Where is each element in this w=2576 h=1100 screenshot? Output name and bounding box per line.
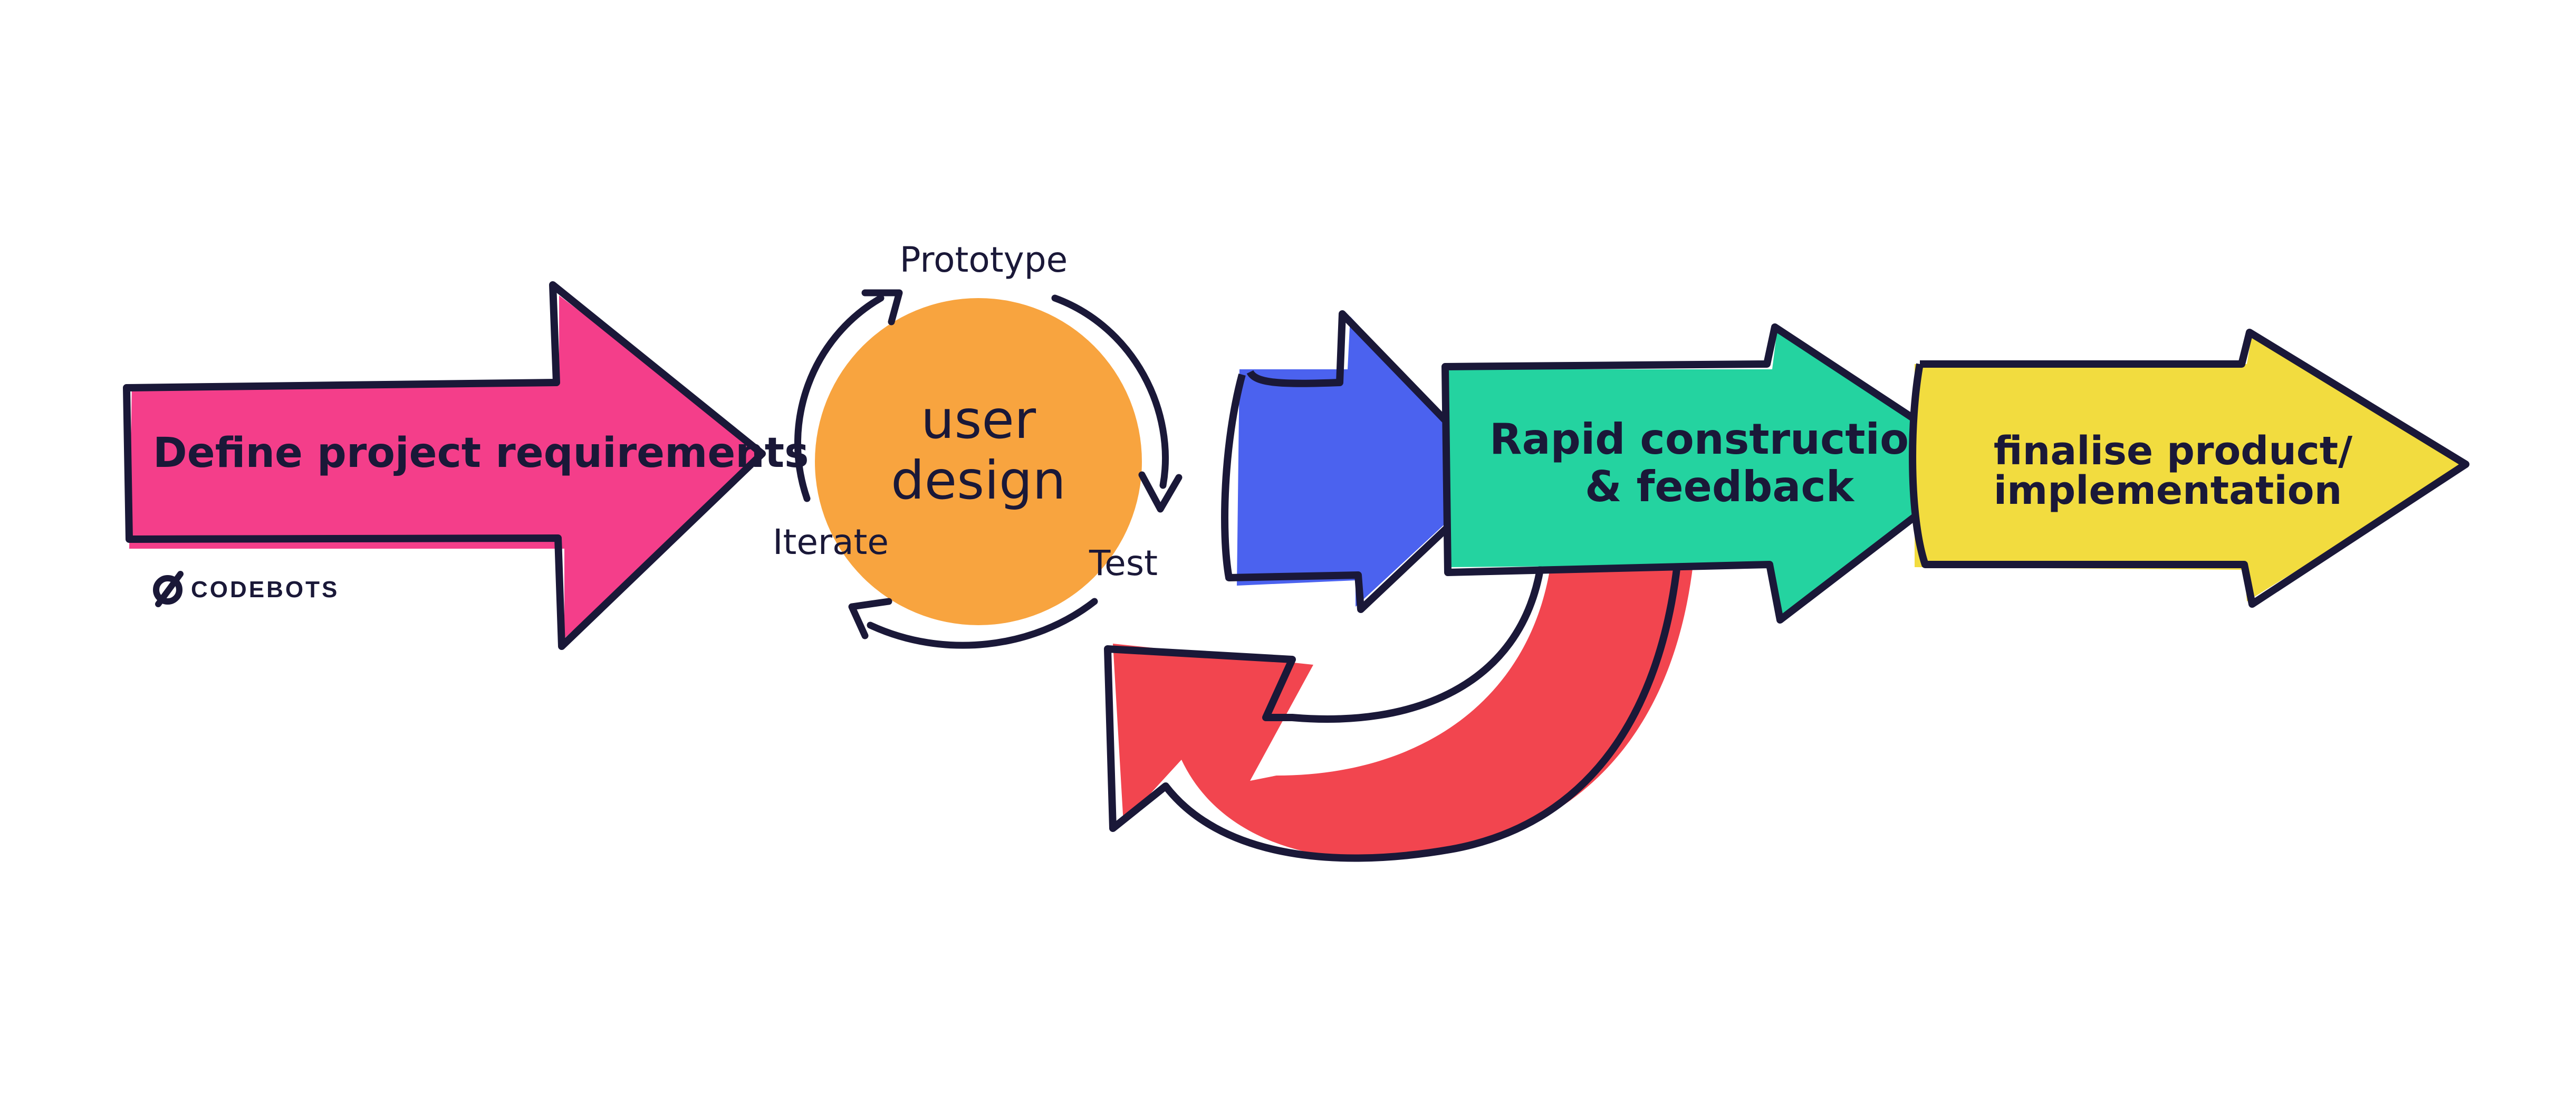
construction-arrow-label-line2: & feedback bbox=[1585, 462, 1855, 511]
cycle-arrowhead-top bbox=[861, 289, 903, 326]
blue-arrow-outline bbox=[1221, 310, 1504, 613]
define-arrow-outline bbox=[123, 281, 766, 650]
finalise-arrow: finalise product/ implementation bbox=[1909, 329, 2469, 608]
finalise-arrow-outline bbox=[1909, 329, 2469, 608]
user-design-circle bbox=[815, 298, 1142, 625]
construction-arrow: Rapid construction & feedback bbox=[1441, 323, 1987, 624]
finalise-arrow-label-line2: implementation bbox=[1994, 468, 2342, 513]
finalise-arrow-fill bbox=[1915, 332, 2468, 601]
cycle-arc-bottom bbox=[867, 598, 1098, 649]
user-design-label-line1: user bbox=[921, 389, 1036, 451]
cycle-arrows bbox=[794, 289, 1183, 649]
blue-arrow-fill bbox=[1237, 317, 1498, 607]
cycle-label-test: Test bbox=[1089, 543, 1158, 584]
codebots-logo: CODEBOTS bbox=[153, 571, 339, 607]
finalise-arrow-label-line1: finalise product/ bbox=[1994, 428, 2353, 474]
blue-arrow bbox=[1221, 310, 1504, 613]
construction-arrow-outline bbox=[1441, 323, 1987, 624]
cycle-arrowhead-bottom bbox=[848, 598, 892, 639]
cycle-arc-right bbox=[1051, 294, 1169, 489]
feedback-loop-arrow-fill bbox=[1113, 565, 1693, 859]
cycle-arc-left bbox=[794, 294, 885, 502]
cycle-label-prototype: Prototype bbox=[900, 240, 1068, 280]
construction-arrow-label-line1: Rapid construction bbox=[1489, 415, 1939, 464]
cycle-label-iterate: Iterate bbox=[773, 522, 889, 562]
cycle-arrowhead-right bbox=[1138, 471, 1183, 513]
codebots-logo-icon bbox=[153, 571, 184, 607]
feedback-loop-arrow-outline bbox=[1104, 561, 1681, 862]
codebots-logo-text: CODEBOTS bbox=[191, 577, 339, 602]
define-arrow-fill bbox=[129, 295, 765, 638]
define-requirements-arrow: Define project requirements bbox=[123, 281, 809, 650]
feedback-loop-arrow bbox=[1104, 561, 1693, 862]
define-arrow-label: Define project requirements bbox=[153, 429, 809, 477]
user-design-label-line2: design bbox=[891, 449, 1066, 511]
construction-arrow-fill bbox=[1445, 327, 1983, 617]
user-design-cycle: user design Prototype Test Iterate bbox=[773, 240, 1183, 649]
